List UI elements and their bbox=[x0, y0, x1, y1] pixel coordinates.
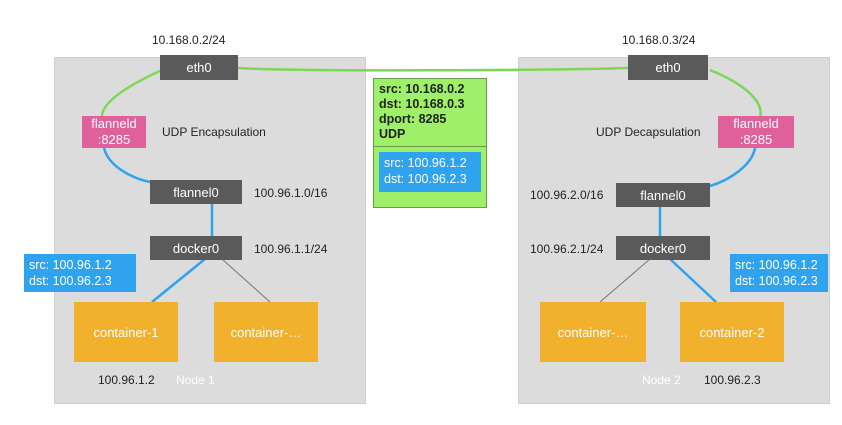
right-inner-packet: src: 100.96.1.2 dst: 100.96.2.3 bbox=[730, 254, 828, 292]
left-docker0-container2-link bbox=[221, 258, 271, 303]
right-eth0: eth0 bbox=[628, 55, 708, 80]
right-flanneld-port: :8285 bbox=[739, 132, 773, 147]
right-flanneld-flannel0-link bbox=[709, 147, 757, 188]
eth0-link bbox=[237, 66, 629, 72]
left-packet-dst: dst: 100.96.2.3 bbox=[29, 274, 112, 288]
udp-encapsulation-label: UDP Encapsulation bbox=[162, 125, 266, 139]
right-container-1: container-… bbox=[540, 302, 646, 362]
left-packet-src: src: 100.96.1.2 bbox=[29, 258, 112, 272]
right-flannel0-cidr: 100.96.2.0/16 bbox=[530, 188, 604, 202]
left-flanneld-flannel0-link bbox=[102, 147, 151, 184]
outer-packet: src: 10.168.0.2 dst: 10.168.0.3 dport: 8… bbox=[373, 78, 487, 208]
left-flanneld-port: :8285 bbox=[97, 132, 131, 147]
right-flannel0: flannel0 bbox=[616, 183, 710, 207]
right-eth0-flanneld-link bbox=[709, 68, 762, 119]
left-container-2: container-… bbox=[214, 302, 318, 362]
outer-packet-header: src: 10.168.0.2 dst: 10.168.0.3 dport: 8… bbox=[374, 79, 486, 147]
right-docker0-container1-link bbox=[599, 258, 651, 303]
right-packet-src: src: 100.96.1.2 bbox=[735, 258, 818, 272]
left-node-ip: 10.168.0.2/24 bbox=[152, 33, 226, 47]
right-node-ip: 10.168.0.3/24 bbox=[622, 33, 696, 47]
right-flanneld-name: flanneld bbox=[733, 116, 779, 131]
left-eth0-flanneld-link bbox=[100, 68, 163, 119]
left-eth0: eth0 bbox=[160, 55, 238, 80]
outer-packet-inner-src: src: 100.96.1.2 bbox=[384, 156, 467, 170]
outer-packet-dport: dport: 8285 bbox=[379, 112, 447, 126]
outer-packet-src: src: 10.168.0.2 bbox=[379, 82, 465, 96]
right-docker0-container2-link bbox=[669, 258, 717, 303]
node-2-label: Node 2 bbox=[642, 373, 681, 387]
left-flanneld-name: flanneld bbox=[91, 116, 137, 131]
right-docker0-cidr: 100.96.2.1/24 bbox=[530, 242, 604, 256]
left-container-ip: 100.96.1.2 bbox=[98, 373, 155, 387]
outer-packet-dst: dst: 10.168.0.3 bbox=[379, 97, 465, 111]
left-inner-packet: src: 100.96.1.2 dst: 100.96.2.3 bbox=[24, 254, 136, 292]
left-flanneld: flanneld :8285 bbox=[82, 116, 146, 148]
outer-packet-payload: src: 100.96.1.2 dst: 100.96.2.3 bbox=[379, 152, 481, 192]
right-flanneld: flanneld :8285 bbox=[718, 116, 794, 148]
right-container-ip: 100.96.2.3 bbox=[704, 373, 761, 387]
outer-packet-proto: UDP bbox=[379, 127, 406, 141]
left-container-1: container-1 bbox=[74, 302, 178, 362]
right-docker0: docker0 bbox=[616, 236, 710, 260]
node-1-label: Node 1 bbox=[176, 373, 215, 387]
left-flannel0-cidr: 100.96.1.0/16 bbox=[254, 186, 328, 200]
right-packet-dst: dst: 100.96.2.3 bbox=[735, 274, 818, 288]
left-docker0: docker0 bbox=[150, 236, 242, 260]
left-flannel0: flannel0 bbox=[150, 180, 242, 204]
left-docker0-container1-link bbox=[151, 258, 206, 303]
left-docker0-cidr: 100.96.1.1/24 bbox=[254, 242, 328, 256]
udp-decapsulation-label: UDP Decapsulation bbox=[596, 125, 701, 139]
outer-packet-inner-dst: dst: 100.96.2.3 bbox=[384, 172, 467, 186]
right-container-2: container-2 bbox=[680, 302, 784, 362]
